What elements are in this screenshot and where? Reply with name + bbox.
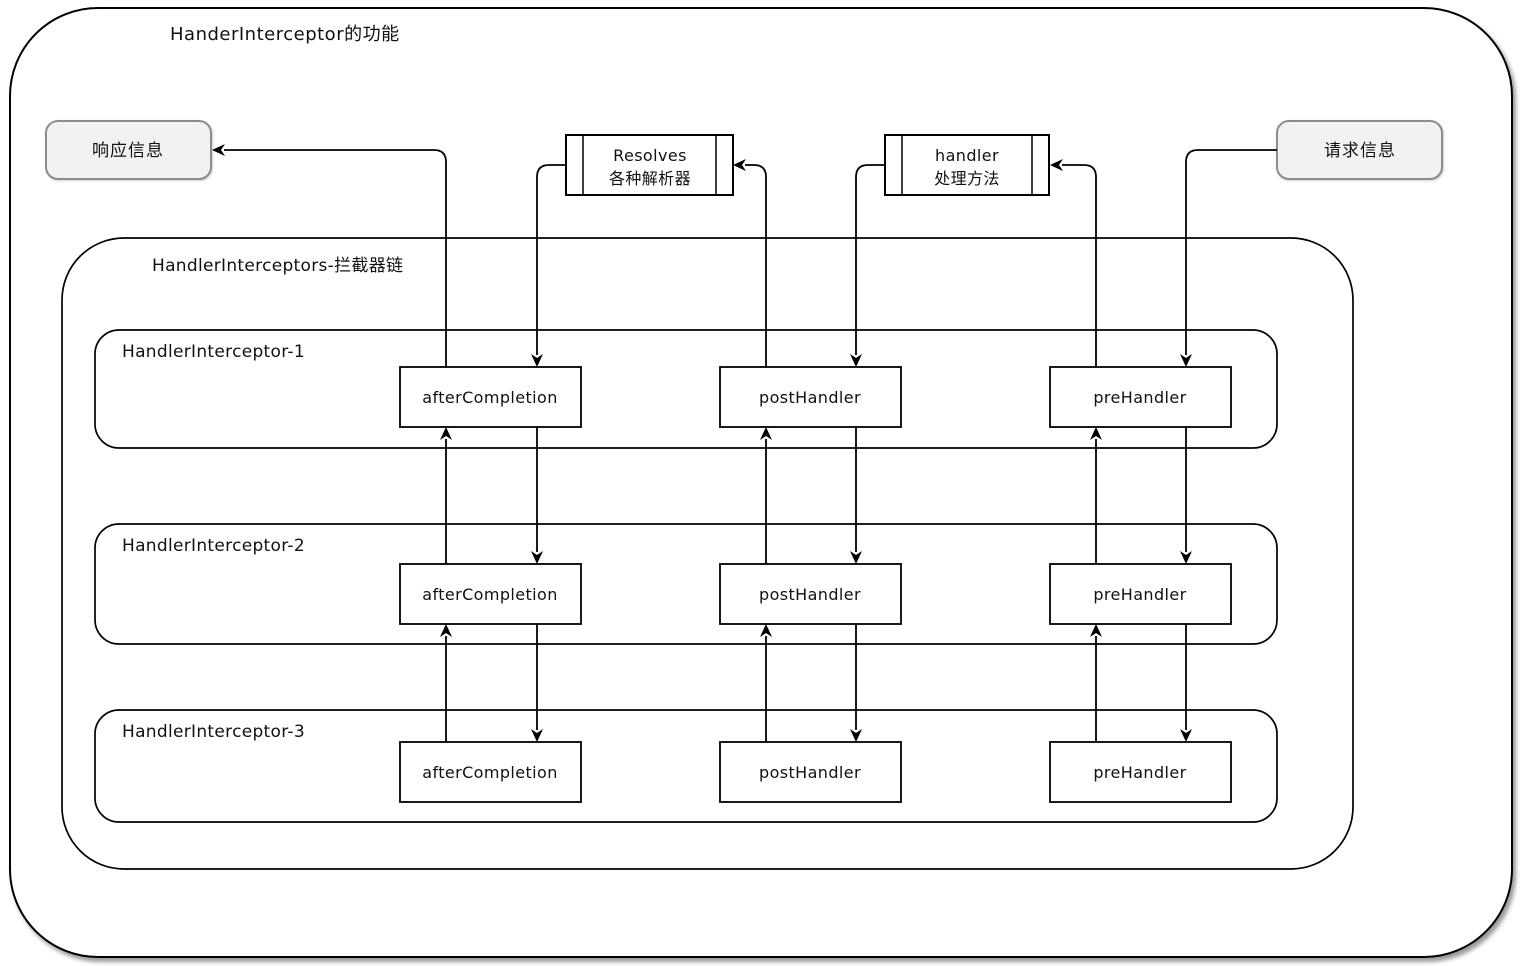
node-resolves: Resolves 各种解析器 <box>565 134 734 196</box>
arrowhead <box>531 551 543 564</box>
arrowhead <box>850 551 862 564</box>
method-box-prehandler-3: preHandler <box>1049 741 1232 803</box>
prehandler-1-shape <box>1049 366 1232 428</box>
prehandler-2-shape <box>1049 563 1232 625</box>
method-box-prehandler-2: preHandler <box>1049 563 1232 625</box>
arrowhead <box>850 354 862 367</box>
prehandler-2-label: preHandler <box>1093 585 1186 604</box>
posthandler-3-shape <box>719 741 902 803</box>
node-response-info: 响应信息 <box>45 120 212 180</box>
posthandler-2-shape <box>719 563 902 625</box>
arrow-prehandler1-to-handler <box>1062 164 1097 367</box>
handler-label-line1: handler <box>935 146 999 165</box>
arrowhead <box>733 159 746 171</box>
interceptor-1-border <box>94 329 1278 449</box>
arrowhead <box>440 624 452 637</box>
interceptor-1-label: HandlerInterceptor-1 <box>122 342 305 362</box>
interceptor-chain-label: HandlerInterceptors-拦截器链 <box>152 256 403 276</box>
arrowhead <box>531 354 543 367</box>
arrowhead <box>1180 354 1192 367</box>
prehandler-1-label: preHandler <box>1093 388 1186 407</box>
arrowhead <box>1180 551 1192 564</box>
aftercompletion-2-shape <box>399 563 582 625</box>
method-box-aftercompletion-2: afterCompletion <box>399 563 582 625</box>
posthandler-2-label: postHandler <box>759 585 861 604</box>
arrowhead <box>1090 427 1102 440</box>
arrowhead <box>531 729 543 742</box>
interceptor-3: HandlerInterceptor-3 afterCompletion pos… <box>94 709 1278 823</box>
handler-shape <box>884 134 1050 196</box>
arrow-resolves-to-aftercompletion1 <box>536 164 566 355</box>
interceptor-2: HandlerInterceptor-2 afterCompletion pos… <box>94 523 1278 645</box>
method-box-posthandler-3: postHandler <box>719 741 902 803</box>
resolves-label-line1: Resolves <box>613 146 687 165</box>
arrow-request-to-prehandler1 <box>1185 149 1277 355</box>
aftercompletion-1-label: afterCompletion <box>422 388 558 407</box>
arrowhead <box>760 427 772 440</box>
aftercompletion-2-label: afterCompletion <box>422 585 558 604</box>
interceptor-3-border <box>94 709 1278 823</box>
method-box-posthandler-1: postHandler <box>719 366 902 428</box>
aftercompletion-1-shape <box>399 366 582 428</box>
prehandler-3-shape <box>1049 741 1232 803</box>
arrow-posthandler1-to-resolves <box>745 164 767 367</box>
node-request-info: 请求信息 <box>1276 120 1443 180</box>
arrowhead <box>440 427 452 440</box>
handler-label-line2: 处理方法 <box>934 169 1000 188</box>
arrowhead <box>1090 624 1102 637</box>
resolves-label-line2: 各种解析器 <box>609 169 691 188</box>
arrowhead <box>850 729 862 742</box>
method-box-aftercompletion-3: afterCompletion <box>399 741 582 803</box>
aftercompletion-3-shape <box>399 741 582 803</box>
arrow-handler-to-posthandler1 <box>855 164 885 355</box>
arrowhead <box>1180 729 1192 742</box>
method-box-posthandler-2: postHandler <box>719 563 902 625</box>
prehandler-3-label: preHandler <box>1093 763 1186 782</box>
response-info-shape <box>45 120 212 180</box>
interceptor-2-border <box>94 523 1278 645</box>
posthandler-3-label: postHandler <box>759 763 861 782</box>
aftercompletion-3-label: afterCompletion <box>422 763 558 782</box>
request-info-label: 请求信息 <box>1324 141 1396 161</box>
arrowhead <box>760 624 772 637</box>
interceptor-2-label: HandlerInterceptor-2 <box>122 536 305 556</box>
arrow-aftercompletion1-to-response <box>224 149 447 367</box>
arrowhead <box>1050 159 1063 171</box>
arrowhead <box>212 144 225 156</box>
response-info-label: 响应信息 <box>92 141 164 161</box>
interceptor-3-label: HandlerInterceptor-3 <box>122 722 305 742</box>
posthandler-1-label: postHandler <box>759 388 861 407</box>
method-box-prehandler-1: preHandler <box>1049 366 1232 428</box>
posthandler-1-shape <box>719 366 902 428</box>
method-box-aftercompletion-1: afterCompletion <box>399 366 582 428</box>
flow-arrows <box>212 144 1277 742</box>
diagram-title: HanderInterceptor的功能 <box>170 24 400 45</box>
node-handler: handler 处理方法 <box>884 134 1050 196</box>
interceptor-1: HandlerInterceptor-1 afterCompletion pos… <box>94 329 1278 449</box>
